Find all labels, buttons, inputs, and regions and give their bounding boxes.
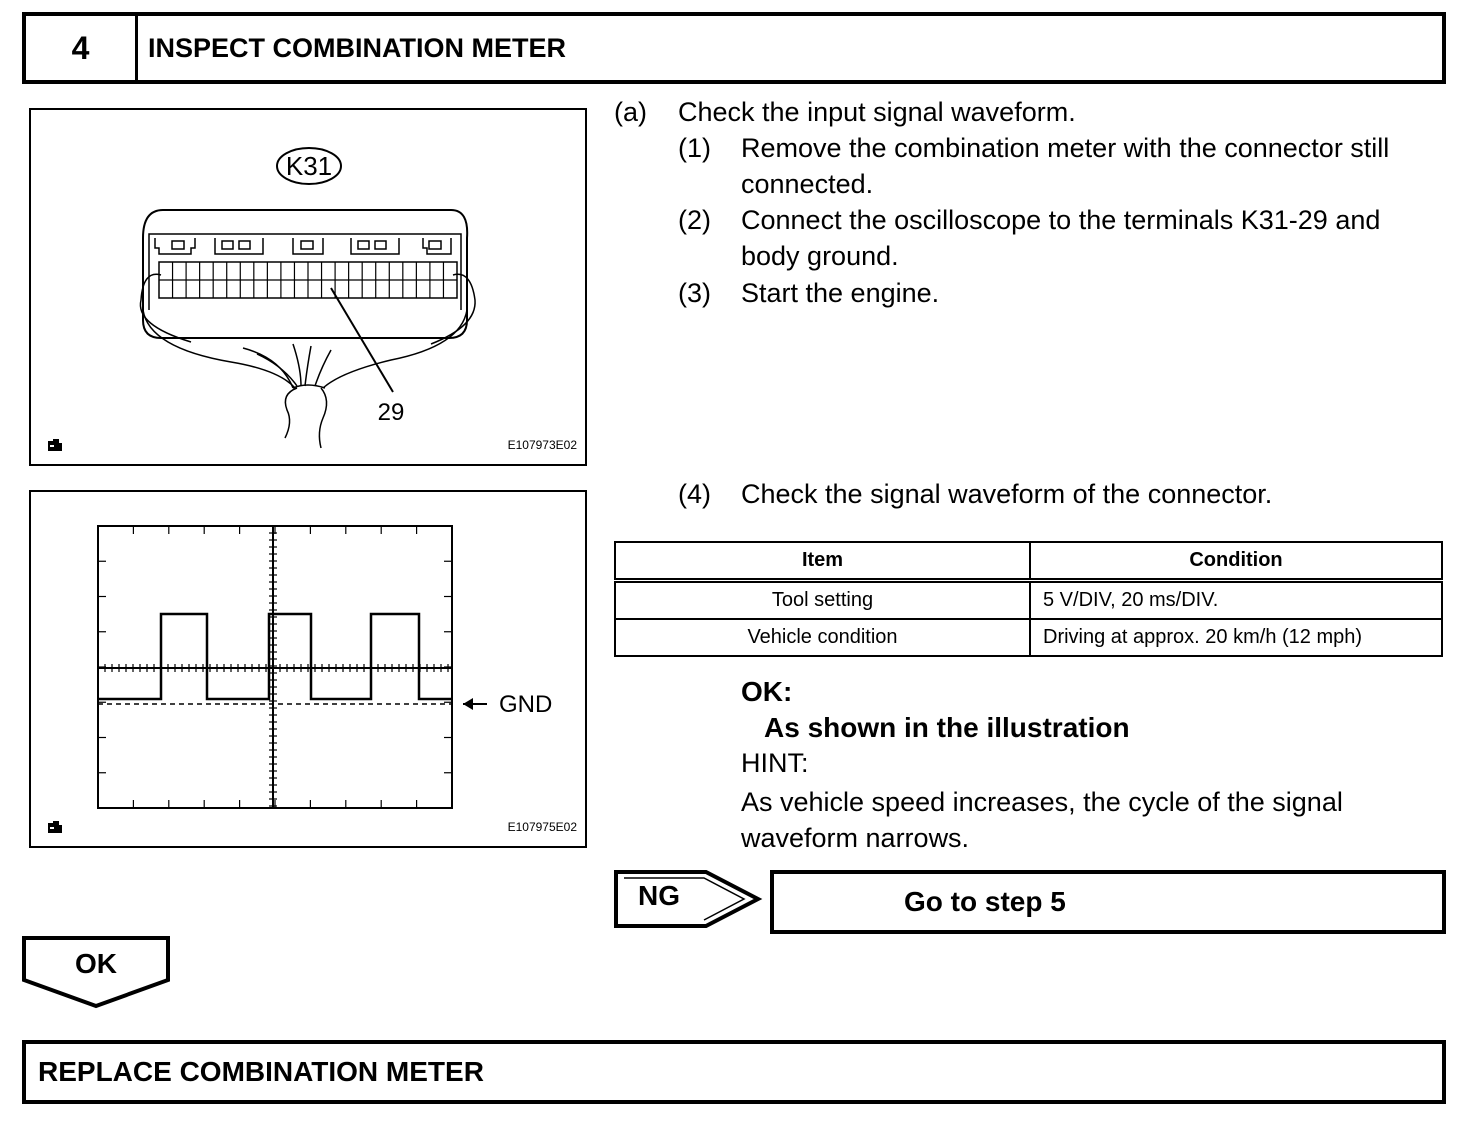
final-action-text: REPLACE COMBINATION METER [38,1056,484,1087]
final-action-box: REPLACE COMBINATION METER [22,1040,1446,1104]
table-row: Tool setting 5 V/DIV, 20 ms/DIV. [614,579,1443,620]
ok-result: As shown in the illustration [764,712,1130,743]
step-a-text: Check the input signal waveform. [678,97,1076,127]
substep-text: Remove the combination meter with the co… [741,133,1390,199]
ng-arrow-shape [614,870,763,928]
table-header-row: Item Condition [614,541,1443,583]
ok-arrow[interactable]: OK [22,936,170,1010]
print-icon [48,439,62,451]
waveform-figure: GND E107975E02 [29,490,587,848]
ok-label: OK: [741,676,793,707]
hint-text: As vehicle speed increases, the cycle of… [741,787,1343,853]
substep-text: Connect the oscilloscope to the terminal… [741,205,1381,271]
table-row: Vehicle condition Driving at approx. 20 … [614,618,1443,657]
figure-code: E107973E02 [507,438,577,452]
substep-text: Start the engine. [741,278,940,308]
substep-label: (3) [678,278,711,308]
waveform-diagram: GND [97,525,552,809]
goto-step-label: Go to step 5 [904,886,1066,917]
hint-label: HINT: [741,748,809,778]
table-header-condition: Condition [1029,541,1443,583]
print-icon [48,821,62,833]
figure-code: E107975E02 [507,820,577,834]
table-header-item: Item [614,541,1031,583]
ng-arrow[interactable]: NG [614,870,764,928]
connector-label: K31 [286,151,332,181]
substep-label: (4) [678,479,711,509]
step-title: INSPECT COMBINATION METER [148,33,566,63]
substep-label: (1) [678,133,711,163]
step-number: 4 [26,16,138,80]
substep-label: (2) [678,205,711,235]
condition-table: Item Condition Tool setting 5 V/DIV, 20 … [614,541,1443,657]
ng-label: NG [638,880,680,911]
table-cell-item: Vehicle condition [614,618,1031,657]
table-cell-item: Tool setting [614,579,1031,620]
table-cell-condition: 5 V/DIV, 20 ms/DIV. [1029,579,1443,620]
step-a-label: (a) [614,97,647,127]
ok-arrow-label: OK [75,948,117,979]
ok-arrow-shape [22,936,170,1009]
gnd-label: GND [499,691,552,718]
table-cell-condition: Driving at approx. 20 km/h (12 mph) [1029,618,1443,657]
goto-step-button[interactable]: Go to step 5 [770,870,1446,934]
substep-text: Check the signal waveform of the connect… [741,479,1273,509]
pin-label: 29 [378,399,405,426]
step-header: 4 INSPECT COMBINATION METER [22,12,1446,84]
connector-figure: K31 [29,108,587,466]
connector-diagram: K31 [139,147,476,449]
